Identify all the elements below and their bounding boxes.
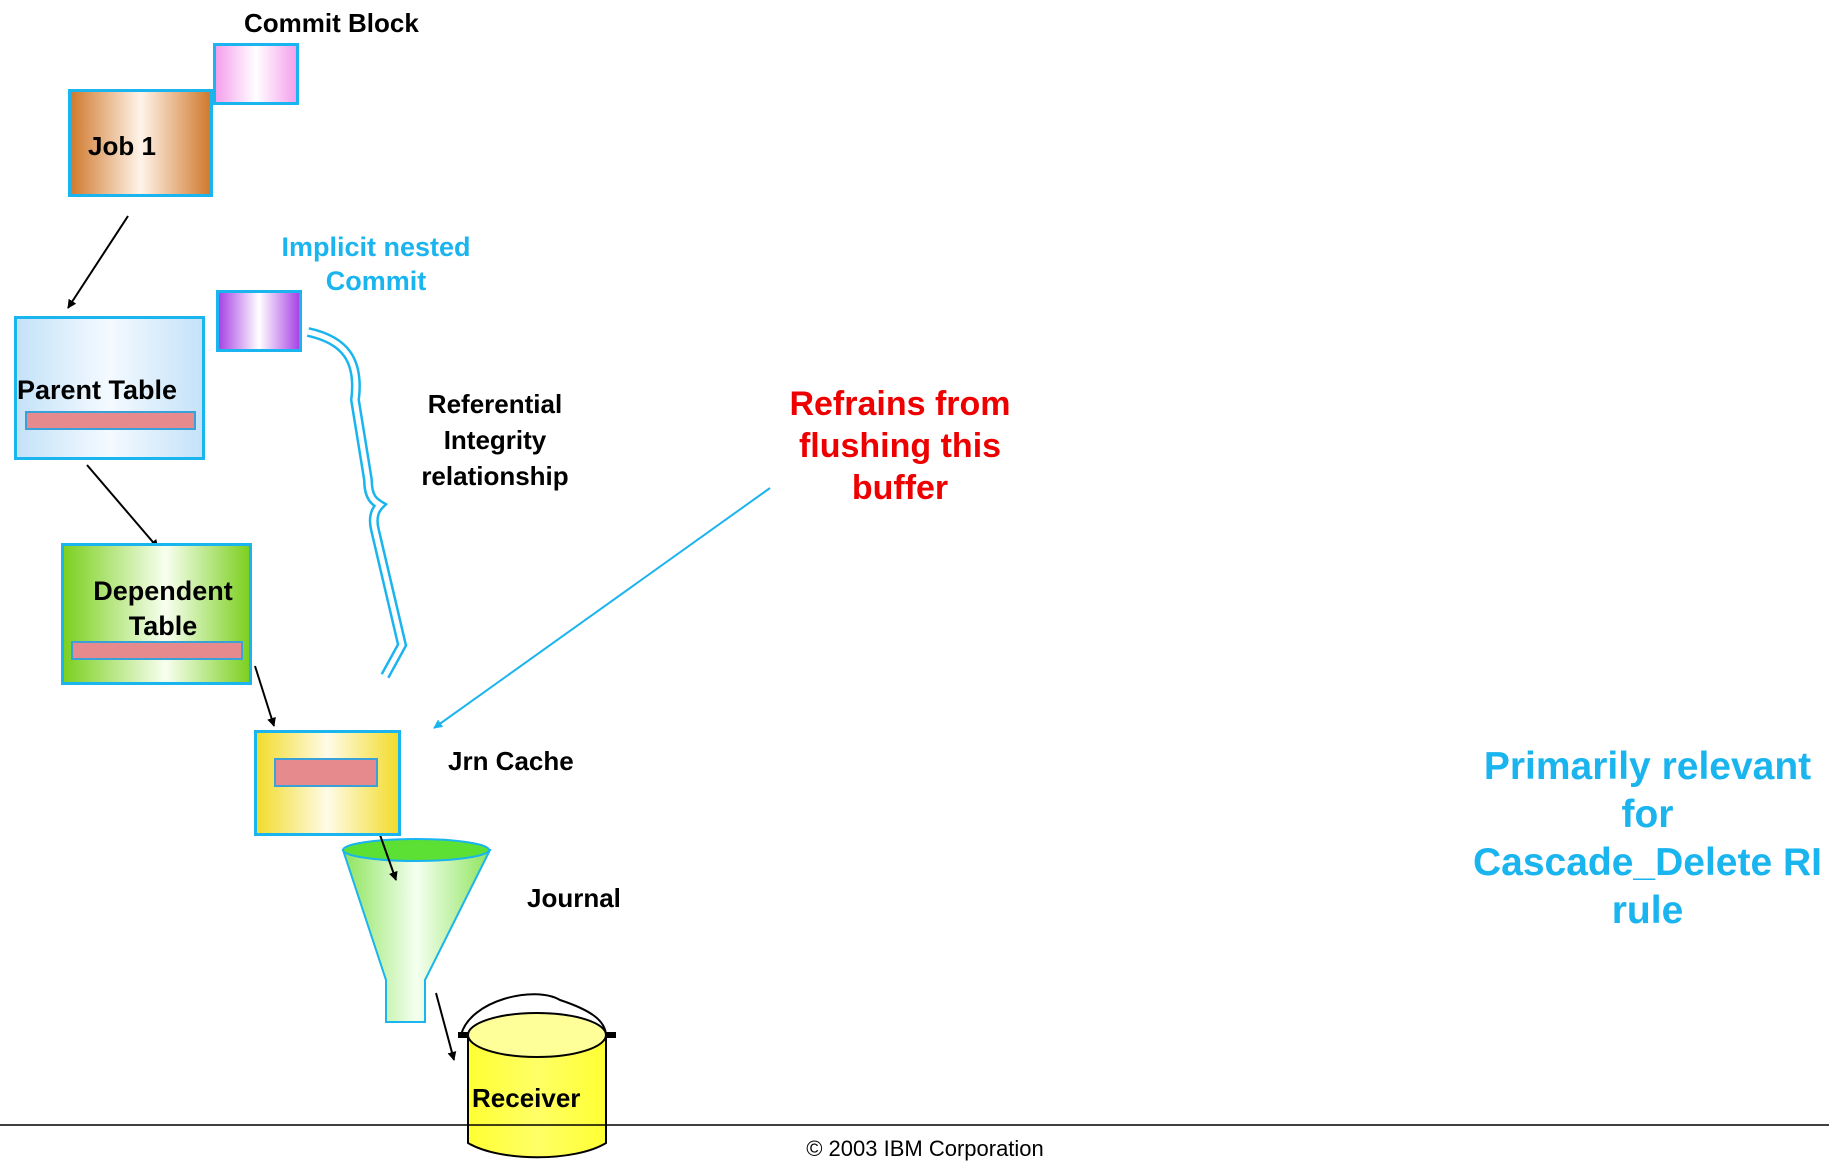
jrn-cache-record — [274, 758, 378, 787]
refrains-label: Refrains from flushing this buffer — [789, 385, 1011, 507]
referential-integrity-brace — [306, 327, 408, 679]
parent-table-box — [14, 316, 205, 460]
arrow-journal-to-receiver — [435, 992, 457, 1061]
job1-label: Job 1 — [88, 131, 156, 161]
referential-integrity-label: Referential Integrity relationship — [421, 389, 569, 491]
implicit-nested-commit-label: Implicit nested Commit — [281, 232, 471, 296]
dependent-table-record — [71, 641, 243, 660]
dependent-table-box — [61, 543, 252, 685]
nested-commit-box — [216, 290, 302, 352]
parent-table-record — [25, 411, 196, 430]
commit-block-box — [213, 43, 299, 105]
arrow-dependent-to-cache — [254, 665, 276, 727]
job1-box — [68, 89, 213, 197]
primarily-relevant-label: Primarily relevant for Cascade_Delete RI… — [1472, 745, 1823, 932]
arrow-job-to-parent — [67, 215, 129, 309]
receiver-label: Receiver — [472, 1083, 581, 1113]
parent-table-label: Parent Table — [17, 375, 178, 405]
arrow-refrains-to-cache — [433, 487, 771, 729]
journal-label: Journal — [527, 883, 621, 913]
copyright-footer: © 2003 IBM Corporation — [806, 1136, 1044, 1161]
jrn-cache-label: Jrn Cache — [448, 746, 574, 776]
journal-funnel — [341, 838, 492, 1023]
commit-block-label: Commit Block — [244, 8, 419, 38]
dependent-table-label: Dependent Table — [93, 576, 233, 641]
receiver-bucket — [458, 993, 616, 1159]
arrow-parent-to-dependent — [86, 464, 159, 549]
